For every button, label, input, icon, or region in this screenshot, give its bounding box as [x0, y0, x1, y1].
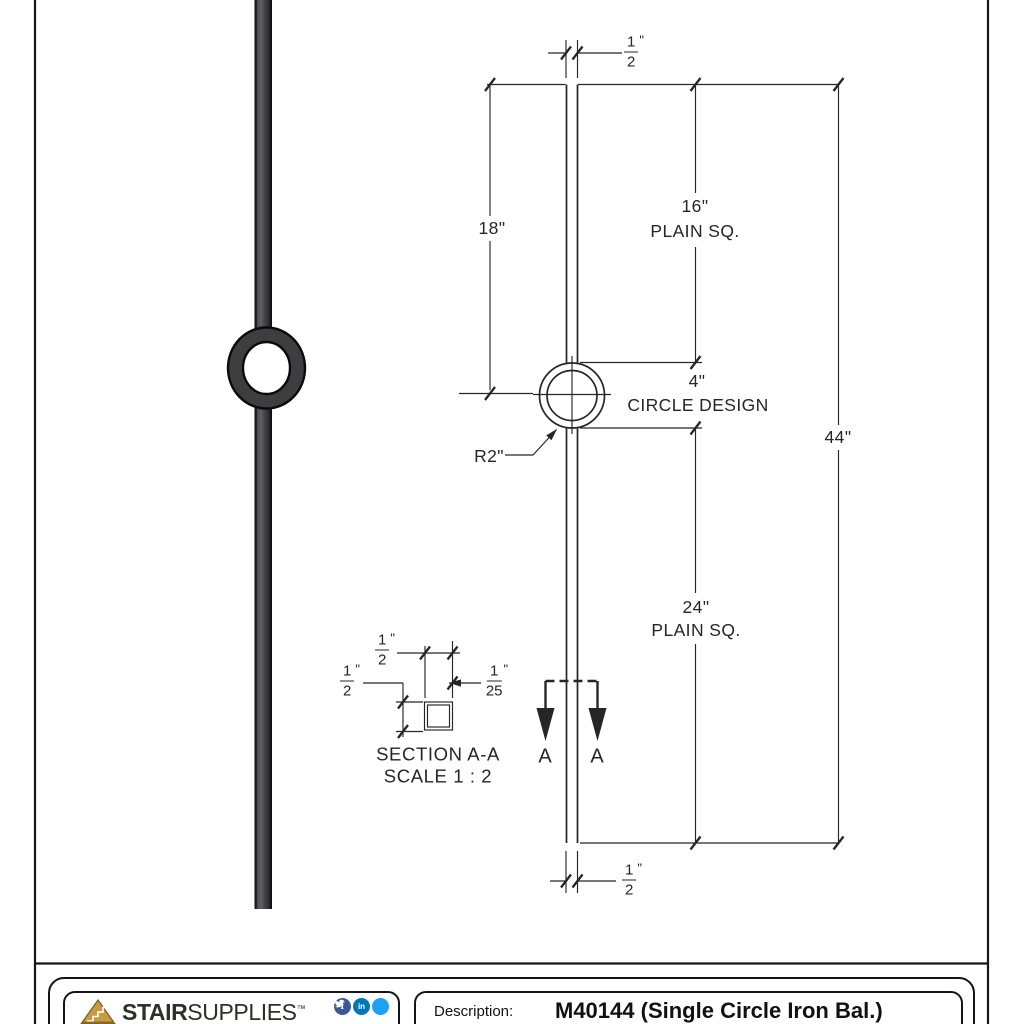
dim-24in: 24": [679, 596, 713, 618]
linkedin-icon: in: [353, 998, 370, 1015]
dim-18in: 18": [475, 217, 509, 239]
description-value: M40144 (Single Circle Iron Bal.): [555, 998, 883, 1023]
dim-4in: 4": [685, 370, 709, 392]
section-marker-a-right: A: [590, 745, 604, 768]
title-block-description-cell: Description: M40144 (Single Circle Iron …: [414, 991, 963, 1024]
description-label: Description:: [434, 1003, 514, 1020]
title-block-logo-cell: STAIRSUPPLIES™ f in: [63, 991, 400, 1024]
dimension-lines: [459, 40, 840, 893]
radius-leader: [505, 429, 557, 456]
dim-16in: 16": [678, 195, 712, 217]
sheet-border: [33, 0, 990, 1024]
dimension-ticks: [484, 45, 845, 889]
baluster-3d-render: [226, 0, 307, 909]
section-scale: SCALE 1 : 2: [383, 765, 493, 787]
brand-name-bold: STAIR: [122, 999, 188, 1024]
dim-4in-sublabel: CIRCLE DESIGN: [627, 394, 769, 415]
brand-name: STAIRSUPPLIES™: [122, 999, 306, 1024]
dim-radius-r2: R2": [474, 445, 504, 466]
twitter-icon: [334, 998, 389, 1015]
section-detail-geometry: [363, 641, 481, 739]
brand-trademark: ™: [296, 1003, 306, 1014]
baluster-outline: [538, 84, 606, 843]
brand-name-light: SUPPLIES: [187, 999, 297, 1024]
section-cut-arrows: [536, 679, 607, 741]
social-icons: f in: [334, 998, 389, 1015]
stairsupplies-logo-icon: [80, 998, 116, 1024]
dim-44in: 44": [821, 426, 855, 448]
section-marker-a-left: A: [538, 745, 552, 768]
section-title: SECTION A-A: [376, 743, 500, 765]
dim-24in-sublabel: PLAIN SQ.: [648, 619, 744, 641]
dim-16in-sublabel: PLAIN SQ.: [647, 220, 743, 242]
